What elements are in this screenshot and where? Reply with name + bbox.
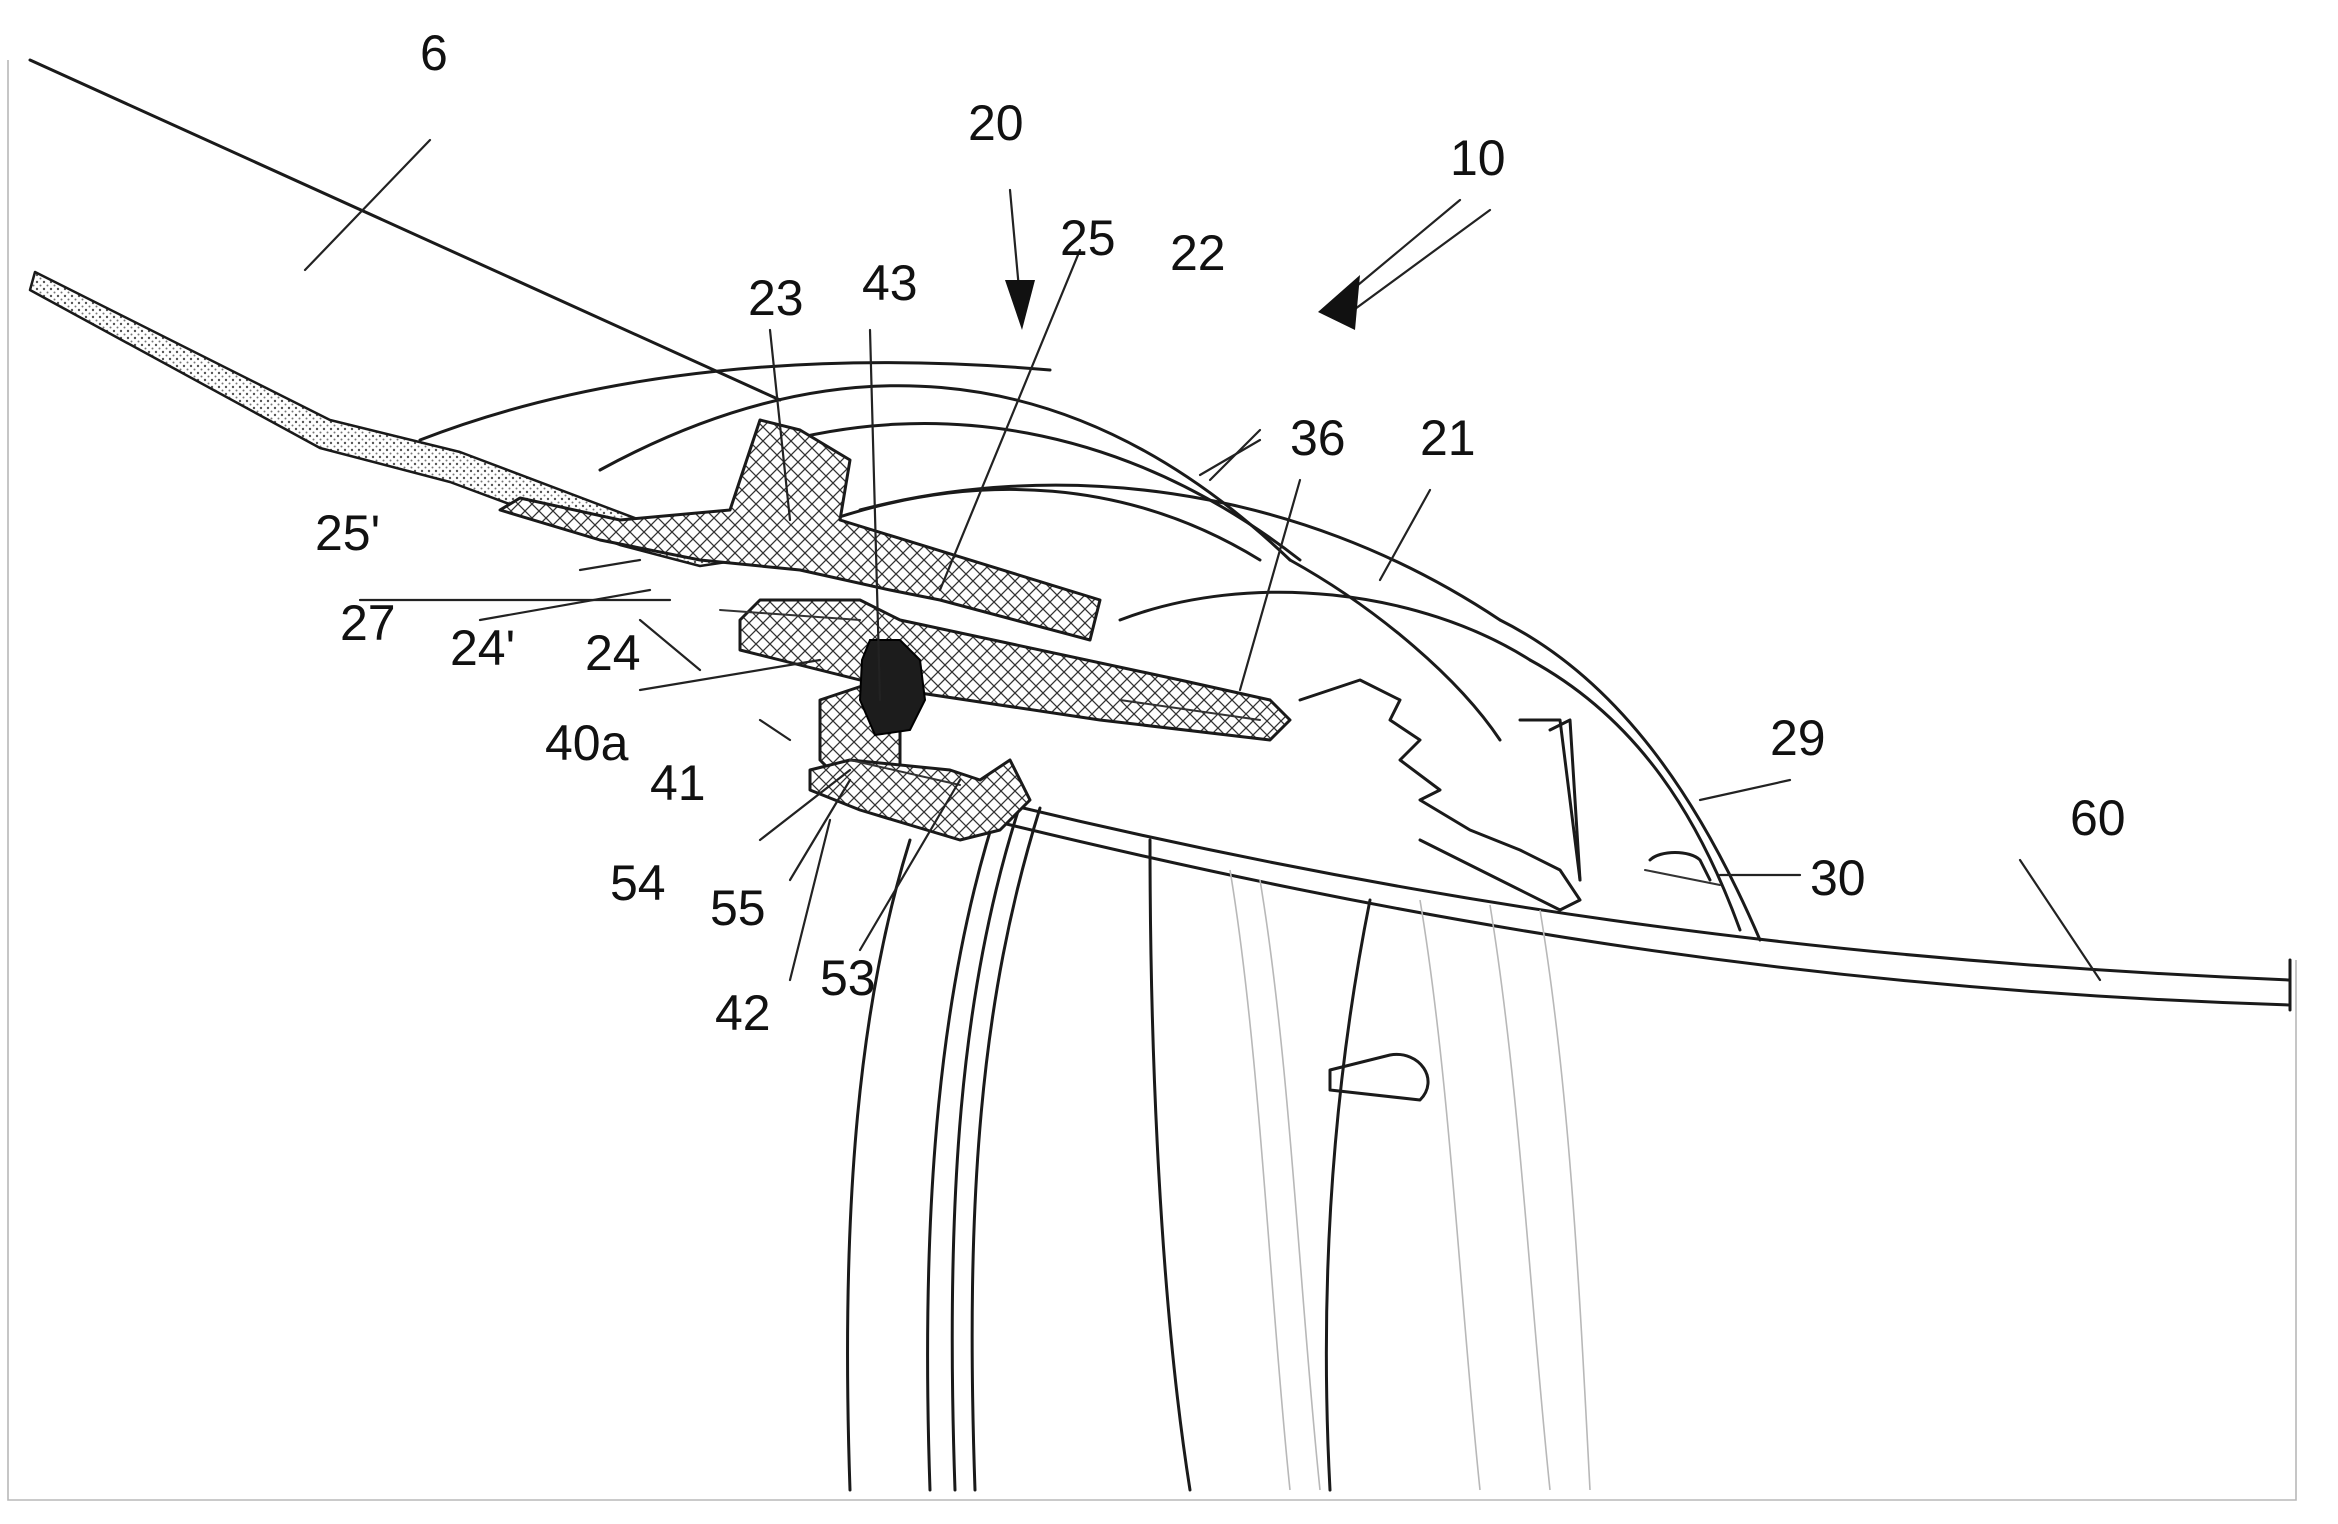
label-24: 24 (585, 625, 641, 681)
label-40a: 40a (545, 715, 629, 771)
arrow-10 (1318, 200, 1460, 330)
panel-6 (30, 60, 1050, 566)
label-23: 23 (748, 270, 804, 326)
label-25p: 25' (315, 505, 380, 561)
label-29: 29 (1770, 710, 1826, 766)
label-43: 43 (862, 255, 918, 311)
label-21: 21 (1420, 410, 1476, 466)
label-55: 55 (710, 880, 766, 936)
spring-element-29 (1300, 680, 1720, 910)
drawing-frame (8, 60, 2296, 1500)
label-6: 6 (420, 25, 448, 81)
label-54: 54 (610, 855, 666, 911)
label-41: 41 (650, 755, 706, 811)
tube-body (848, 800, 1591, 1490)
label-10: 10 (1450, 130, 1506, 186)
arrow-20 (1005, 190, 1035, 330)
label-24p: 24' (450, 620, 515, 676)
label-60: 60 (2070, 790, 2126, 846)
label-30: 30 (1810, 850, 1866, 906)
label-36: 36 (1290, 410, 1346, 466)
label-20: 20 (968, 95, 1024, 151)
label-42: 42 (715, 985, 771, 1041)
label-22: 22 (1170, 225, 1226, 281)
label-53: 53 (820, 950, 876, 1006)
label-27: 27 (340, 595, 396, 651)
label-25: 25 (1060, 210, 1116, 266)
